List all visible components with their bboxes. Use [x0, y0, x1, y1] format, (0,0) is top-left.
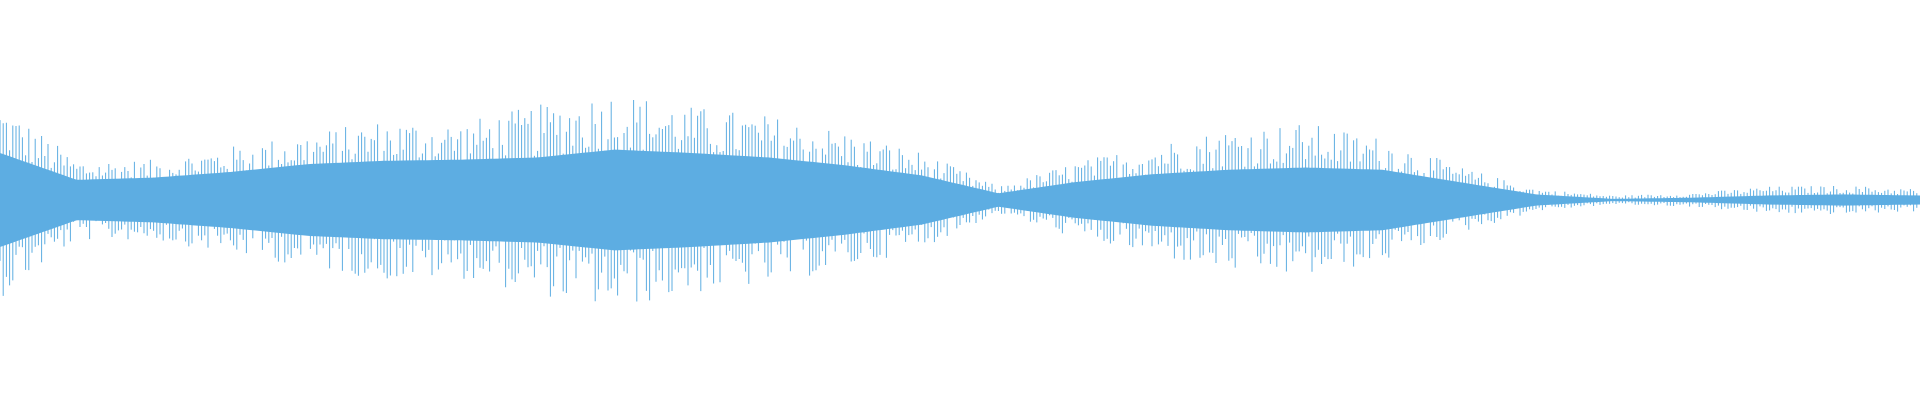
waveform-body — [0, 149, 1920, 251]
